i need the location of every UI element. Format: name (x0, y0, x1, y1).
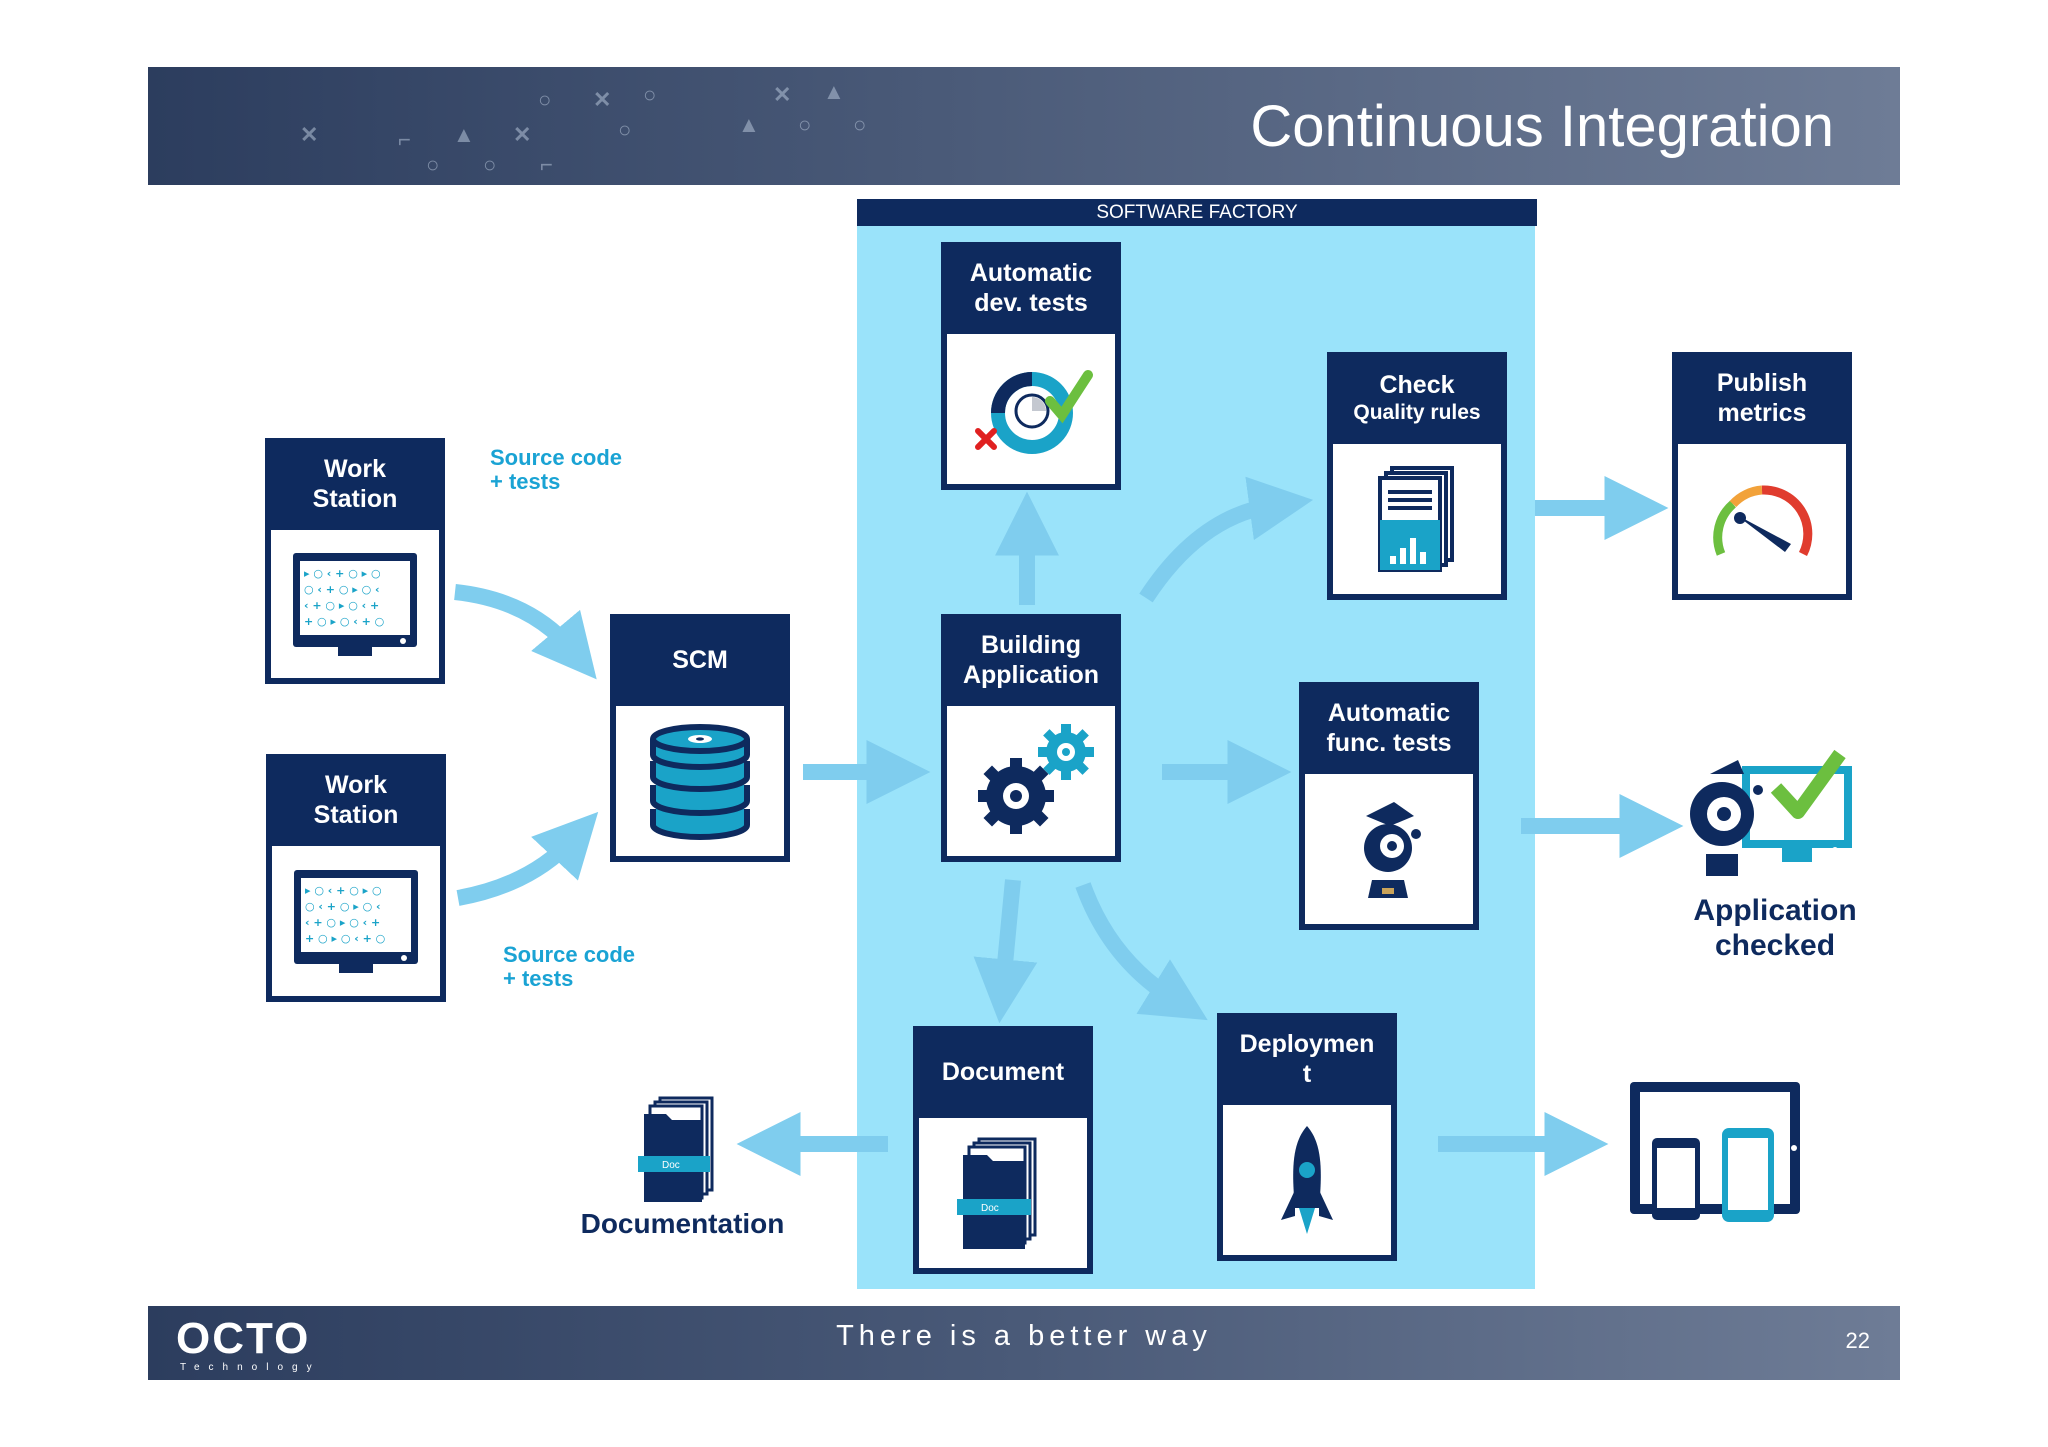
decor-x-icon: ✕ (593, 87, 612, 112)
workstation-icon: ▸ ○ ‹ + ○ ▸ ○ ○ ‹ + ○ ▸ ○ ‹ ‹ + ○ ▸ ○ ‹ … (272, 846, 440, 996)
scm-box: SCM (610, 614, 790, 862)
workstation-box-1: Work Station ▸ ○ ‹ + ○ ▸ ○ ○ ‹ + ○ ▸ ○ ‹… (265, 438, 445, 684)
decor-circle-icon: ○ (483, 152, 497, 177)
deployment-box: Deploymen t (1217, 1013, 1397, 1261)
building-application-title: Building Application (962, 631, 1100, 689)
workstation-box-2: Work Station ▸ ○ ‹ + ○ ▸ ○ ○ ‹ + ○ ▸ ○ ‹… (266, 754, 446, 1002)
svg-text:▸ ○ ‹ + ○ ▸ ○: ▸ ○ ‹ + ○ ▸ ○ (305, 884, 382, 897)
footer-slogan: There is a better way (836, 1320, 1212, 1352)
scm-title: SCM (672, 646, 728, 674)
page-title: Continuous Integration (1250, 94, 1834, 159)
decor-x-icon: ✕ (773, 82, 792, 107)
building-application-box: Building Application (941, 614, 1121, 862)
arrow-ws2-to-scm (456, 811, 599, 906)
decor-triangle-icon: ▲ (738, 112, 760, 137)
source-code-label: Source code + tests (503, 942, 636, 992)
arrow-build-to-document (973, 879, 1038, 1024)
arrow-build-to-quality (1139, 476, 1314, 603)
svg-text:○ ‹ + ○ ▸ ○ ‹: ○ ‹ + ○ ▸ ○ ‹ (305, 900, 381, 913)
decor-circle-icon: ○ (853, 112, 867, 137)
check-quality-header: Check Quality rules (1327, 352, 1507, 444)
svg-text:‹ + ○ ▸ ○ ‹ +: ‹ + ○ ▸ ○ ‹ + (304, 599, 379, 612)
documentation-icon: Doc (636, 1094, 726, 1204)
documentation-label: Documentation (580, 1208, 785, 1239)
check-quality-title: Check (1379, 371, 1455, 400)
gauge-icon (1678, 444, 1846, 594)
document-title: Document (941, 1058, 1065, 1086)
decor-circle-icon: ○ (538, 87, 552, 112)
devices-icon (1628, 1080, 1803, 1230)
decor-circle-icon: ○ (643, 82, 657, 107)
decor-x-icon: ✕ (300, 122, 319, 147)
svg-text:+ ○ ▸ ○ ‹ + ○: + ○ ▸ ○ ‹ + ○ (305, 932, 385, 945)
decor-circle-icon: ○ (618, 117, 632, 142)
test-result-icon (947, 334, 1115, 484)
automatic-func-tests-box: Automatic func. tests (1299, 682, 1479, 930)
application-checked-label: Application checked (1693, 894, 1857, 962)
arrow-ws1-to-scm (454, 584, 597, 680)
decor-triangle-icon: ▲ (823, 79, 845, 104)
document-icon: Doc (919, 1118, 1087, 1268)
svg-text:‹ + ○ ▸ ○ ‹ +: ‹ + ○ ▸ ○ ‹ + (305, 916, 380, 929)
rocket-icon (1223, 1105, 1391, 1255)
automatic-dev-tests-box: Automatic dev. tests (941, 242, 1121, 490)
decor-triangle-icon: ▲ (453, 122, 475, 147)
octo-logo-subtitle: Technology (180, 1362, 321, 1373)
workstation-title: Work Station (312, 455, 398, 513)
decor-angle-icon: ⌐ (540, 152, 553, 177)
tester-icon (1305, 774, 1473, 924)
deployment-title: Deploymen t (1239, 1030, 1375, 1088)
decor-x-icon: ✕ (513, 122, 532, 147)
decor-circle-icon: ○ (798, 112, 812, 137)
header-banner: ✕ ⌐ ▲ ✕ ○ ✕ ○ ○ ○ ○ ⌐ ▲ ✕ ○ ▲ ○ Continuo… (148, 67, 1900, 185)
decor-circle-icon: ○ (426, 152, 440, 177)
automatic-dev-tests-title: Automatic dev. tests (969, 259, 1093, 317)
source-code-label: Source code + tests (490, 445, 623, 495)
page-number: 22 (1845, 1328, 1870, 1353)
report-icon (1333, 444, 1501, 594)
automatic-func-tests-title: Automatic func. tests (1326, 699, 1452, 757)
check-quality-subtitle: Quality rules (1353, 401, 1481, 425)
workstation-icon: ▸ ○ ‹ + ○ ▸ ○ ○ ‹ + ○ ▸ ○ ‹ ‹ + ○ ▸ ○ ‹ … (271, 530, 439, 678)
decor-angle-icon: ⌐ (398, 127, 411, 152)
octo-logo: OCTO (176, 1314, 311, 1363)
publish-metrics-box: Publish metrics (1672, 352, 1852, 600)
document-box: Document Doc (913, 1026, 1093, 1274)
software-factory-label: SOFTWARE FACTORY (857, 199, 1537, 226)
svg-text:+ ○ ▸ ○ ‹ + ○: + ○ ▸ ○ ‹ + ○ (304, 615, 384, 628)
footer-banner: OCTO Technology There is a better way 22 (148, 1306, 1900, 1380)
svg-text:○ ‹ + ○ ▸ ○ ‹: ○ ‹ + ○ ▸ ○ ‹ (304, 583, 380, 596)
svg-text:▸ ○ ‹ + ○ ▸ ○: ▸ ○ ‹ + ○ ▸ ○ (304, 567, 381, 580)
checked-monitor-icon (1680, 748, 1860, 883)
gears-icon (947, 706, 1115, 856)
document-icon-label: Doc (981, 1203, 999, 1214)
arrow-build-to-deploy (1075, 882, 1208, 1021)
check-quality-box: Check Quality rules (1327, 352, 1507, 600)
documentation-icon-label: Doc (662, 1160, 680, 1171)
database-icon (616, 706, 784, 856)
workstation-title: Work Station (313, 771, 399, 829)
publish-metrics-title: Publish metrics (1716, 369, 1808, 427)
